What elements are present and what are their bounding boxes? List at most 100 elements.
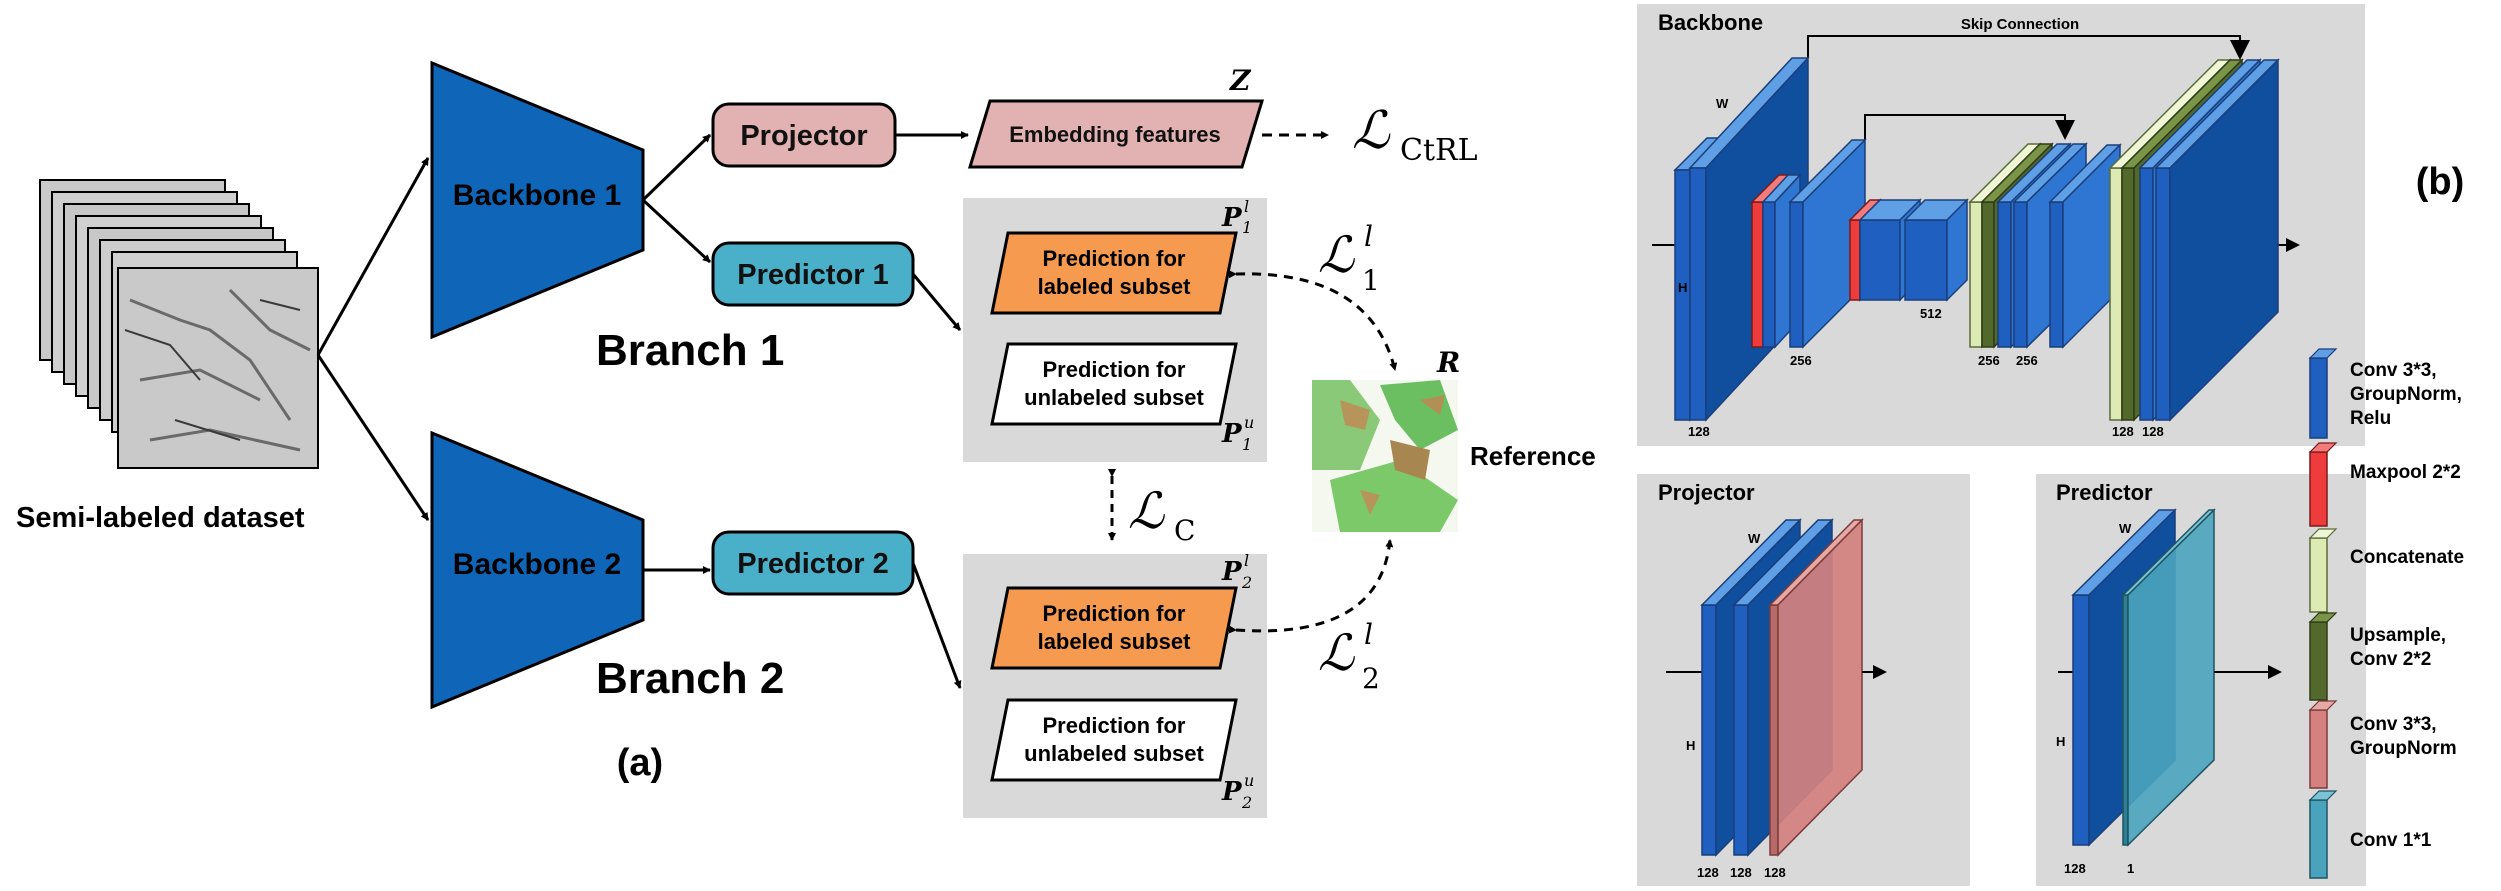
predictor1-label: Predictor 1 bbox=[737, 259, 889, 291]
dec-level2-blocks bbox=[1968, 142, 2122, 349]
symbol-p2u-sub: 2 bbox=[1241, 793, 1252, 812]
pred1-unlabeled-line1: Prediction for bbox=[1042, 357, 1185, 382]
loss-2l-superscript: l bbox=[1364, 618, 1373, 651]
dim-pred2: 1 bbox=[2127, 861, 2134, 876]
arrow-predictor2-panel bbox=[911, 562, 962, 689]
reference-map bbox=[1312, 380, 1458, 532]
dim-dec2b: 256 bbox=[2016, 353, 2038, 368]
legend-label-4a: Upsample, bbox=[2350, 625, 2446, 646]
arrow-to-backbone1 bbox=[316, 157, 430, 356]
projector-layers bbox=[1700, 518, 1864, 857]
legend: Conv 3*3, GroupNorm, Relu Maxpool 2*2 Co… bbox=[2308, 348, 2464, 879]
symbol-p2l: P bbox=[1221, 557, 1243, 587]
symbol-p1u-sub: 1 bbox=[1242, 435, 1252, 454]
pred2-unlabeled-line1: Prediction for bbox=[1042, 713, 1185, 738]
legend-label-5b: GroupNorm bbox=[2350, 738, 2457, 759]
arrow-bb1-predictor1 bbox=[641, 198, 712, 264]
symbol-p1l-sup: l bbox=[1244, 197, 1249, 216]
backbone1-label: Backbone 1 bbox=[453, 179, 621, 212]
arrow-predictor1-panel bbox=[911, 273, 962, 331]
legend-label-1a: Conv 3*3, bbox=[2350, 360, 2437, 381]
label-w-projector: W bbox=[1748, 531, 1761, 546]
pred1-labeled-line1: Prediction for bbox=[1042, 246, 1185, 271]
backbone1-trapezoid bbox=[430, 60, 645, 340]
branch2-label: Branch 2 bbox=[596, 654, 784, 703]
legend-item-upsample: Upsample, Conv 2*2 bbox=[2308, 612, 2446, 701]
loss-ctrl-subscript: CtRL bbox=[1400, 133, 1478, 168]
dec-level1-blocks bbox=[2108, 58, 2280, 422]
symbol-p1l: P bbox=[1221, 203, 1243, 233]
legend-item-concatenate: Concatenate bbox=[2308, 528, 2464, 613]
predictor-layers bbox=[2071, 508, 2216, 847]
symbol-p2l-sup: l bbox=[1244, 551, 1249, 570]
dim-proj1: 128 bbox=[1697, 865, 1719, 880]
legend-label-6: Conv 1*1 bbox=[2350, 830, 2432, 851]
legend-label-1c: Relu bbox=[2350, 408, 2391, 429]
pred1-unlabeled-box bbox=[990, 342, 1238, 426]
symbol-z: Z bbox=[1229, 64, 1252, 97]
panel-a: Semi-labeled dataset Backbone 1 Backbone… bbox=[16, 60, 1596, 818]
dim-enc2: 256 bbox=[1790, 353, 1812, 368]
backbone-title: Backbone bbox=[1658, 10, 1763, 35]
skip-connection-label: Skip Connection bbox=[1961, 16, 2079, 33]
arrow-to-backbone2 bbox=[316, 354, 430, 521]
dim-dec1a: 128 bbox=[2112, 424, 2134, 439]
pred2-labeled-line1: Prediction for bbox=[1042, 601, 1185, 626]
legend-label-3: Concatenate bbox=[2350, 547, 2464, 568]
caption-a: (a) bbox=[617, 742, 663, 784]
legend-label-4b: Conv 2*2 bbox=[2350, 649, 2431, 670]
legend-item-conv-gn-relu: Conv 3*3, GroupNorm, Relu bbox=[2308, 348, 2462, 439]
pred2-unlabeled-box bbox=[990, 698, 1238, 782]
loss-1l-superscript: l bbox=[1364, 220, 1373, 253]
pred1-labeled-box bbox=[990, 231, 1238, 315]
dim-pred1: 128 bbox=[2064, 861, 2086, 876]
legend-label-2: Maxpool 2*2 bbox=[2350, 462, 2461, 483]
projector-label: Projector bbox=[740, 120, 867, 152]
projector-detail-title: Projector bbox=[1658, 480, 1755, 505]
skip-connection-outer bbox=[1807, 35, 2250, 60]
loss-c-symbol: ℒ bbox=[1128, 482, 1165, 540]
loss-1l-subscript: 1 bbox=[1362, 264, 1380, 297]
arrow-bb1-projector bbox=[641, 133, 712, 202]
pred2-unlabeled-line2: unlabeled subset bbox=[1024, 741, 1204, 766]
backbone2-trapezoid bbox=[430, 430, 645, 710]
loss-c-subscript: C bbox=[1174, 514, 1195, 547]
label-h-backbone: H bbox=[1678, 280, 1687, 295]
bottleneck-blocks bbox=[1848, 198, 1969, 302]
dim-enc1: 128 bbox=[1688, 424, 1710, 439]
pred1-labeled-line2: labeled subset bbox=[1038, 274, 1192, 299]
dataset-image-stack bbox=[39, 179, 319, 469]
pred2-labeled-line2: labeled subset bbox=[1038, 629, 1192, 654]
predictor-detail-title: Predictor bbox=[2056, 480, 2153, 505]
arrow-loss1-reference bbox=[1228, 270, 1398, 371]
embedding-label: Embedding features bbox=[1009, 122, 1220, 147]
legend-item-conv1x1: Conv 1*1 bbox=[2308, 790, 2432, 879]
symbol-p1l-sub: 1 bbox=[1242, 218, 1252, 237]
dataset-label: Semi-labeled dataset bbox=[16, 502, 305, 534]
label-h-predictor: H bbox=[2056, 734, 2065, 749]
backbone2-label: Backbone 2 bbox=[453, 548, 621, 581]
legend-label-1b: GroupNorm, bbox=[2350, 384, 2462, 405]
loss-2l-subscript: 2 bbox=[1362, 662, 1380, 695]
dim-dec2a: 256 bbox=[1978, 353, 2000, 368]
predictor2-label: Predictor 2 bbox=[737, 548, 889, 580]
dim-bottleneck: 512 bbox=[1920, 306, 1942, 321]
loss-ctrl-symbol: ℒ bbox=[1352, 101, 1391, 161]
symbol-p1u-sup: u bbox=[1244, 413, 1254, 432]
reference-label: Reference bbox=[1470, 441, 1596, 471]
arrow-loss2-reference bbox=[1228, 539, 1394, 634]
symbol-p2u: P bbox=[1221, 777, 1243, 807]
panel-b: Backbone Skip Connection H W 128 bbox=[1637, 4, 2464, 886]
symbol-p1u: P bbox=[1221, 419, 1243, 449]
caption-b: (b) bbox=[2416, 161, 2465, 203]
symbol-p2u-sup: u bbox=[1244, 771, 1254, 790]
dim-dec1b: 128 bbox=[2142, 424, 2164, 439]
dim-proj3: 128 bbox=[1764, 865, 1786, 880]
pred1-unlabeled-line2: unlabeled subset bbox=[1024, 385, 1204, 410]
branch1-label: Branch 1 bbox=[596, 326, 784, 375]
label-h-projector: H bbox=[1686, 738, 1695, 753]
symbol-p2l-sub: 2 bbox=[1241, 573, 1252, 592]
dim-proj2: 128 bbox=[1730, 865, 1752, 880]
skip-connection-inner bbox=[1864, 114, 2075, 140]
